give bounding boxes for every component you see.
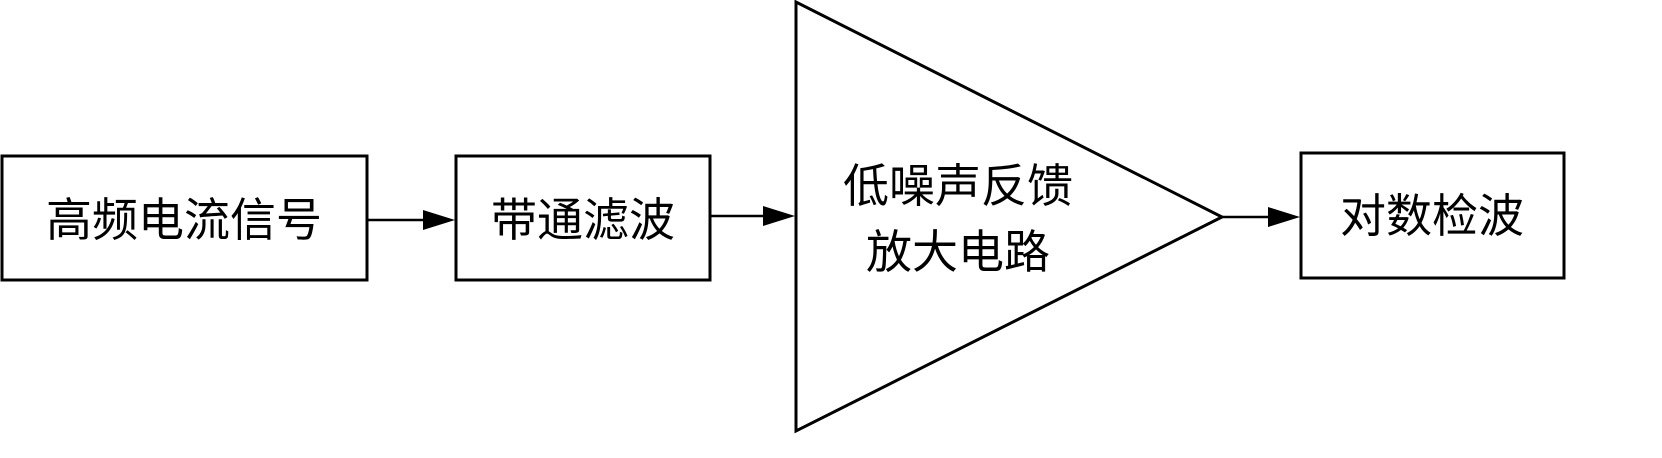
filter-block	[454, 154, 712, 282]
arrow-2-head	[763, 206, 795, 226]
amplifier-triangle	[794, 0, 1226, 434]
arrow-3-head	[1268, 207, 1300, 227]
amplifier-label-line2: 放大电路	[866, 225, 1050, 279]
input-block	[0, 154, 369, 282]
detector-block	[1299, 151, 1566, 280]
amplifier-label-line1: 低噪声反馈	[843, 159, 1073, 213]
input-block-label: 高频电流信号	[46, 193, 322, 247]
arrow-1-head	[423, 210, 455, 230]
detector-block-label: 对数检波	[1340, 189, 1524, 243]
filter-block-label: 带通滤波	[491, 193, 675, 247]
